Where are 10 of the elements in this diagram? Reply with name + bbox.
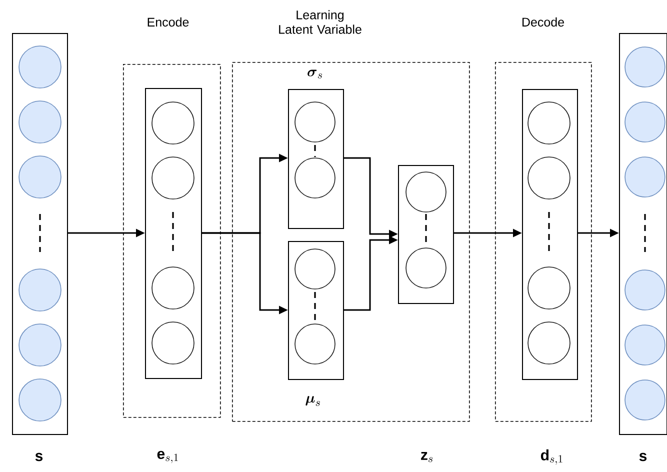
math-label: $\mathbf{s}$ — [639, 452, 647, 462]
math-label: $\mathbf{z}_s$ — [421, 452, 433, 462]
math-label: $\mathbf{e}_{s,1}$ — [157, 450, 178, 464]
group-title: Learning Latent Variable — [279, 10, 362, 34]
group-title: Encode — [148, 17, 189, 27]
math-label: $\mathbf{d}_{s,1}$ — [540, 449, 562, 465]
math-label: $\mathbf{s}$ — [35, 452, 43, 462]
math-label: $\boldsymbol{\sigma}_s$ — [308, 70, 322, 78]
math-label: $\boldsymbol{\mu}_s$ — [306, 396, 320, 406]
group-title: Decode — [522, 17, 564, 27]
